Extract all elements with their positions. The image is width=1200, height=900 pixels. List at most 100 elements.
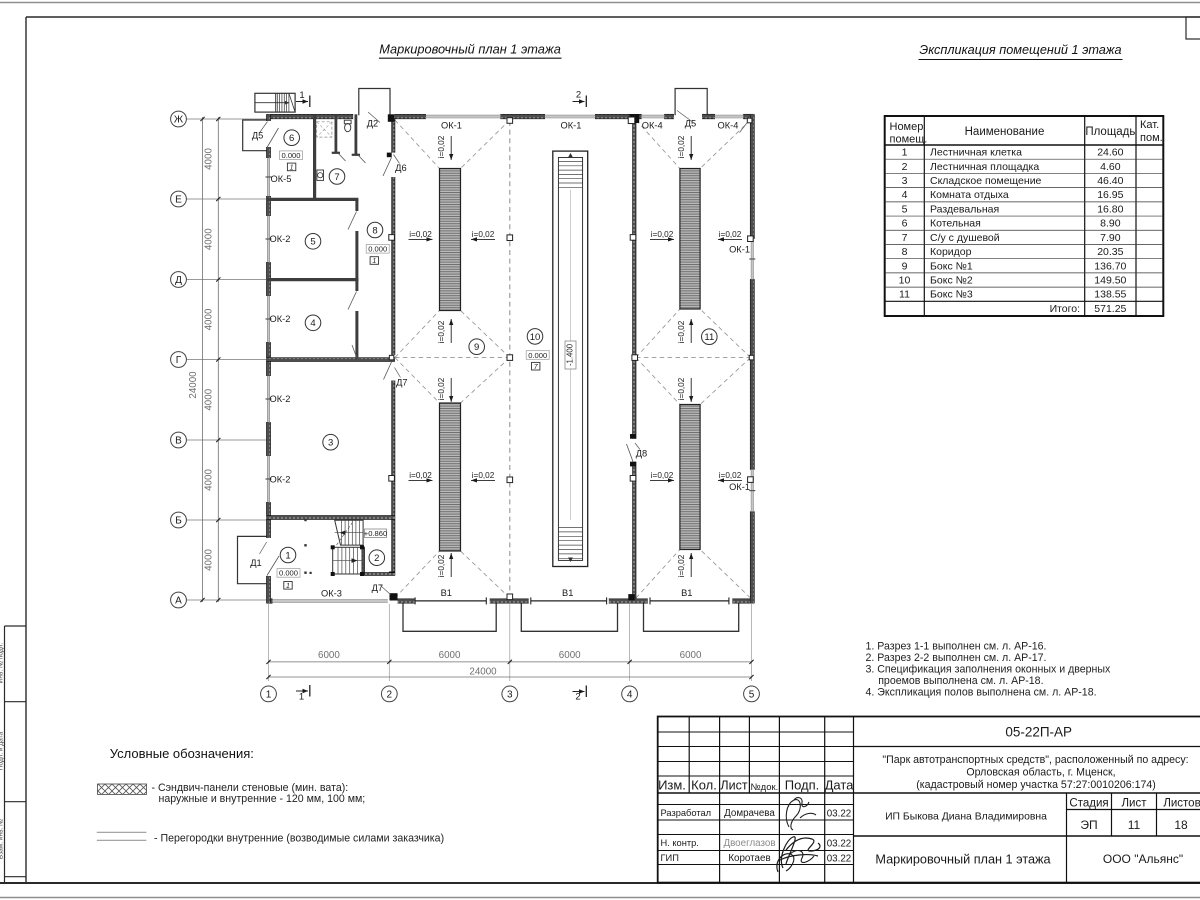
svg-text:Стадия: Стадия: [1069, 798, 1108, 810]
svg-text:Орловская область, г. Мценск,: Орловская область, г. Мценск,: [966, 767, 1115, 779]
svg-text:4000: 4000: [204, 308, 215, 330]
svg-text:Кат.: Кат.: [1140, 119, 1159, 131]
svg-text:i=0,02: i=0,02: [437, 320, 446, 343]
svg-text:Д2: Д2: [367, 119, 378, 129]
svg-text:6: 6: [289, 133, 294, 144]
svg-text:24000: 24000: [188, 371, 199, 399]
svg-text:Д5: Д5: [252, 131, 263, 141]
svg-text:0.000: 0.000: [279, 569, 298, 578]
svg-text:С/у с душевой: С/у с душевой: [930, 232, 1000, 244]
svg-text:Лестничная клетка: Лестничная клетка: [930, 147, 1022, 159]
svg-text:Д7: Д7: [396, 377, 407, 387]
svg-text:ОК-5: ОК-5: [271, 174, 292, 184]
svg-text:Итого:: Итого:: [1050, 303, 1080, 315]
svg-text:Бокс №2: Бокс №2: [930, 274, 973, 286]
svg-text:Лист: Лист: [720, 779, 747, 793]
svg-text:Номер: Номер: [890, 121, 924, 133]
svg-text:1: 1: [299, 692, 304, 703]
svg-text:Площадь: Площадь: [1085, 126, 1135, 138]
svg-text:Подп. и дата: Подп. и дата: [0, 731, 5, 770]
svg-text:проемов выполнена см. л. АР-18: проемов выполнена см. л. АР-18.: [878, 675, 1043, 687]
svg-text:Г: Г: [176, 355, 182, 366]
svg-text:ОК-2: ОК-2: [270, 474, 291, 484]
svg-text:Комната отдыха: Комната отдыха: [930, 189, 1009, 201]
svg-text:i=0,02: i=0,02: [472, 471, 495, 480]
svg-text:0.000: 0.000: [281, 151, 300, 160]
svg-text:5: 5: [902, 203, 908, 215]
svg-text:20.35: 20.35: [1097, 246, 1123, 258]
svg-text:46.40: 46.40: [1097, 175, 1123, 187]
svg-text:5: 5: [310, 237, 315, 248]
svg-text:2. Разрез 2-2 выполнен см. л.: 2. Разрез 2-2 выполнен см. л. АР-17.: [866, 652, 1047, 664]
svg-text:6000: 6000: [559, 650, 581, 661]
svg-text:24.60: 24.60: [1097, 147, 1123, 159]
svg-text:(кадастровый номер участка 57:: (кадастровый номер участка 57:27:0010206…: [916, 779, 1156, 791]
svg-text:11: 11: [1128, 818, 1141, 832]
svg-text:Е: Е: [175, 195, 182, 206]
svg-text:ОК-4: ОК-4: [718, 121, 739, 131]
svg-text:1: 1: [266, 690, 272, 701]
svg-text:8: 8: [902, 246, 908, 258]
svg-text:Условные обозначения:: Условные обозначения:: [110, 746, 254, 761]
svg-text:Д6: Д6: [395, 163, 406, 173]
svg-text:i=0,02: i=0,02: [409, 230, 432, 239]
svg-text:В1: В1: [562, 588, 573, 598]
svg-text:Б: Б: [175, 516, 182, 527]
svg-text:6000: 6000: [680, 650, 702, 661]
svg-text:Д8: Д8: [636, 449, 647, 459]
svg-text:В: В: [175, 436, 182, 447]
svg-text:03.22: 03.22: [827, 839, 852, 850]
svg-text:05-22П-АР: 05-22П-АР: [1005, 725, 1072, 740]
svg-text:Бокс №1: Бокс №1: [930, 260, 973, 272]
svg-text:10: 10: [530, 332, 541, 343]
svg-text:9: 9: [474, 342, 479, 353]
svg-text:4: 4: [902, 189, 908, 201]
svg-text:18: 18: [1174, 818, 1188, 832]
svg-text:2: 2: [902, 161, 908, 173]
svg-text:ИП Быкова Диана Владимировна: ИП Быкова Диана Владимировна: [885, 812, 1047, 823]
svg-text:ОК-2: ОК-2: [270, 234, 291, 244]
svg-text:i=0,02: i=0,02: [651, 471, 674, 480]
svg-text:Экспликация помещений 1 этажа: Экспликация помещений 1 этажа: [919, 43, 1121, 57]
svg-text:-1.400: -1.400: [565, 343, 574, 366]
svg-text:i=0,02: i=0,02: [677, 377, 686, 400]
svg-text:помещ.: помещ.: [890, 134, 928, 146]
svg-text:1: 1: [902, 147, 908, 159]
svg-text:i=0,02: i=0,02: [677, 554, 686, 577]
svg-text:Маркировочный план 1 этажа: Маркировочный план 1 этажа: [875, 853, 1051, 867]
svg-text:4: 4: [310, 318, 315, 329]
svg-text:ОК-2: ОК-2: [270, 394, 291, 404]
svg-text:3: 3: [507, 690, 513, 701]
svg-text:571.25: 571.25: [1094, 303, 1126, 315]
svg-text:4000: 4000: [204, 388, 215, 410]
svg-text:i=0,02: i=0,02: [437, 377, 446, 400]
svg-text:А: А: [175, 596, 182, 607]
svg-text:2: 2: [387, 690, 393, 701]
svg-text:ГИП: ГИП: [661, 853, 679, 863]
svg-text:ОК-1: ОК-1: [561, 121, 582, 131]
svg-text:24000: 24000: [469, 667, 497, 678]
svg-text:138.55: 138.55: [1094, 289, 1126, 301]
svg-text:11: 11: [899, 289, 910, 301]
svg-text:Д1: Д1: [250, 558, 261, 568]
svg-text:4000: 4000: [204, 228, 215, 250]
svg-text:1: 1: [286, 583, 290, 590]
svg-text:1. Разрез 1-1 выполнен см. л.: 1. Разрез 1-1 выполнен см. л. АР-16.: [866, 641, 1047, 653]
svg-text:№док.: №док.: [750, 782, 778, 793]
svg-text:i=0,02: i=0,02: [409, 471, 432, 480]
svg-text:Коротаев: Коротаев: [728, 853, 770, 864]
svg-text:Дата: Дата: [825, 778, 855, 793]
svg-text:Н. контр.: Н. контр.: [661, 838, 699, 848]
svg-text:Домрачева: Домрачева: [724, 808, 775, 819]
svg-text:ОК-3: ОК-3: [321, 589, 342, 599]
svg-text:i=0,02: i=0,02: [651, 230, 674, 239]
svg-text:ОК-1: ОК-1: [729, 482, 750, 492]
svg-text:3: 3: [328, 438, 333, 449]
svg-text:1: 1: [372, 258, 376, 265]
svg-text:10: 10: [899, 274, 911, 286]
svg-text:Кол.: Кол.: [691, 778, 717, 793]
svg-text:Ж: Ж: [174, 115, 184, 126]
svg-text:Складское помещение: Складское помещение: [930, 175, 1042, 187]
svg-text:1: 1: [299, 90, 304, 101]
svg-text:0.000: 0.000: [368, 245, 387, 254]
